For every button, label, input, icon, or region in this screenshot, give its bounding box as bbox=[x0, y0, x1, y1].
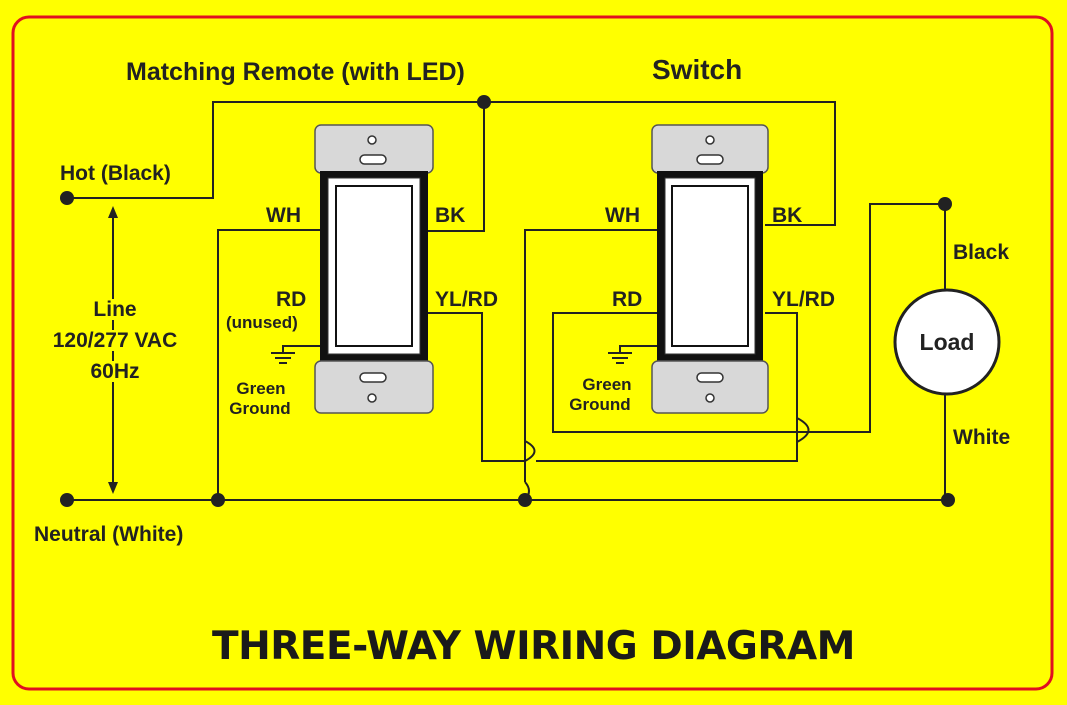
neutral-terminal-dot bbox=[60, 493, 74, 507]
switch-bk-label: BK bbox=[772, 204, 803, 227]
remote-bk-wire bbox=[425, 102, 485, 232]
line-label: Line bbox=[60, 299, 170, 320]
remote-ground-wire bbox=[282, 345, 323, 352]
remote-bk-label: BK bbox=[435, 204, 466, 227]
remote-title: Matching Remote (with LED) bbox=[126, 58, 465, 86]
switch-wh-wire bbox=[524, 229, 665, 482]
remote-device bbox=[314, 124, 434, 414]
white-label: White bbox=[953, 426, 1011, 449]
hot-terminal-dot bbox=[60, 191, 74, 205]
remote-bottom-slot bbox=[359, 372, 387, 383]
black-label: Black bbox=[953, 241, 1010, 264]
traveler-ylrd bbox=[425, 312, 525, 462]
remote-wh-label: WH bbox=[266, 204, 301, 227]
remote-rd-label: RD bbox=[276, 288, 307, 311]
remote-bottom-screw bbox=[367, 393, 377, 403]
remote-ground-label-2: Ground bbox=[229, 399, 291, 418]
traveler-hop-1b bbox=[536, 312, 798, 462]
top-junction-dot bbox=[477, 95, 491, 109]
neutral-label: Neutral (White) bbox=[34, 523, 184, 546]
switch-neutral-junction-dot bbox=[518, 493, 532, 507]
line-arrow-top bbox=[108, 206, 118, 218]
remote-bottom-plate bbox=[314, 360, 434, 414]
switch-bottom-screw bbox=[705, 393, 715, 403]
switch-rd-wire bbox=[552, 312, 810, 433]
remote-wh-wire bbox=[217, 229, 323, 500]
load-bottom-dot bbox=[941, 493, 955, 507]
switch-top-screw bbox=[705, 135, 715, 145]
remote-top-plate bbox=[314, 124, 434, 174]
remote-paddle bbox=[335, 185, 413, 347]
remote-ylrd-label: YL/RD bbox=[435, 288, 498, 311]
remote-top-screw bbox=[367, 135, 377, 145]
hot-wire bbox=[67, 101, 836, 226]
switch-bottom-plate bbox=[651, 360, 769, 414]
load-label: Load bbox=[919, 329, 975, 355]
remote-neutral-junction-dot bbox=[211, 493, 225, 507]
remote-top-slot bbox=[359, 154, 387, 165]
switch-device bbox=[651, 124, 769, 414]
traveler-hop-1 bbox=[524, 440, 536, 462]
switch-ground-label-1: Green bbox=[582, 375, 632, 394]
diagram-title: THREE-WAY WIRING DIAGRAM bbox=[212, 624, 855, 669]
red-border bbox=[11, 15, 1054, 691]
switch-ylrd-label: YL/RD bbox=[772, 288, 835, 311]
line-frequency-label: 60Hz bbox=[60, 361, 170, 382]
hot-label: Hot (Black) bbox=[60, 162, 171, 185]
switch-ground-label-2: Ground bbox=[569, 395, 631, 414]
switch-title: Switch bbox=[652, 54, 743, 85]
switch-bottom-slot bbox=[696, 372, 724, 383]
switch-wh-label: WH bbox=[605, 204, 640, 227]
load-circle bbox=[893, 288, 1001, 396]
load-top-dot bbox=[938, 197, 952, 211]
switch-ground-wire bbox=[619, 345, 665, 352]
switch-top-plate bbox=[651, 124, 769, 174]
remote-ground-label-1: Green bbox=[236, 379, 286, 398]
line-arrow-bottom bbox=[108, 482, 118, 494]
switch-rd-label: RD bbox=[612, 288, 643, 311]
switch-paddle bbox=[671, 185, 749, 347]
switch-top-slot bbox=[696, 154, 724, 165]
traveler-hop-2 bbox=[796, 417, 810, 443]
load-black-wire bbox=[810, 203, 945, 433]
line-voltage-label: 120/277 VAC bbox=[35, 330, 195, 351]
remote-unused-label: (unused) bbox=[226, 313, 298, 332]
